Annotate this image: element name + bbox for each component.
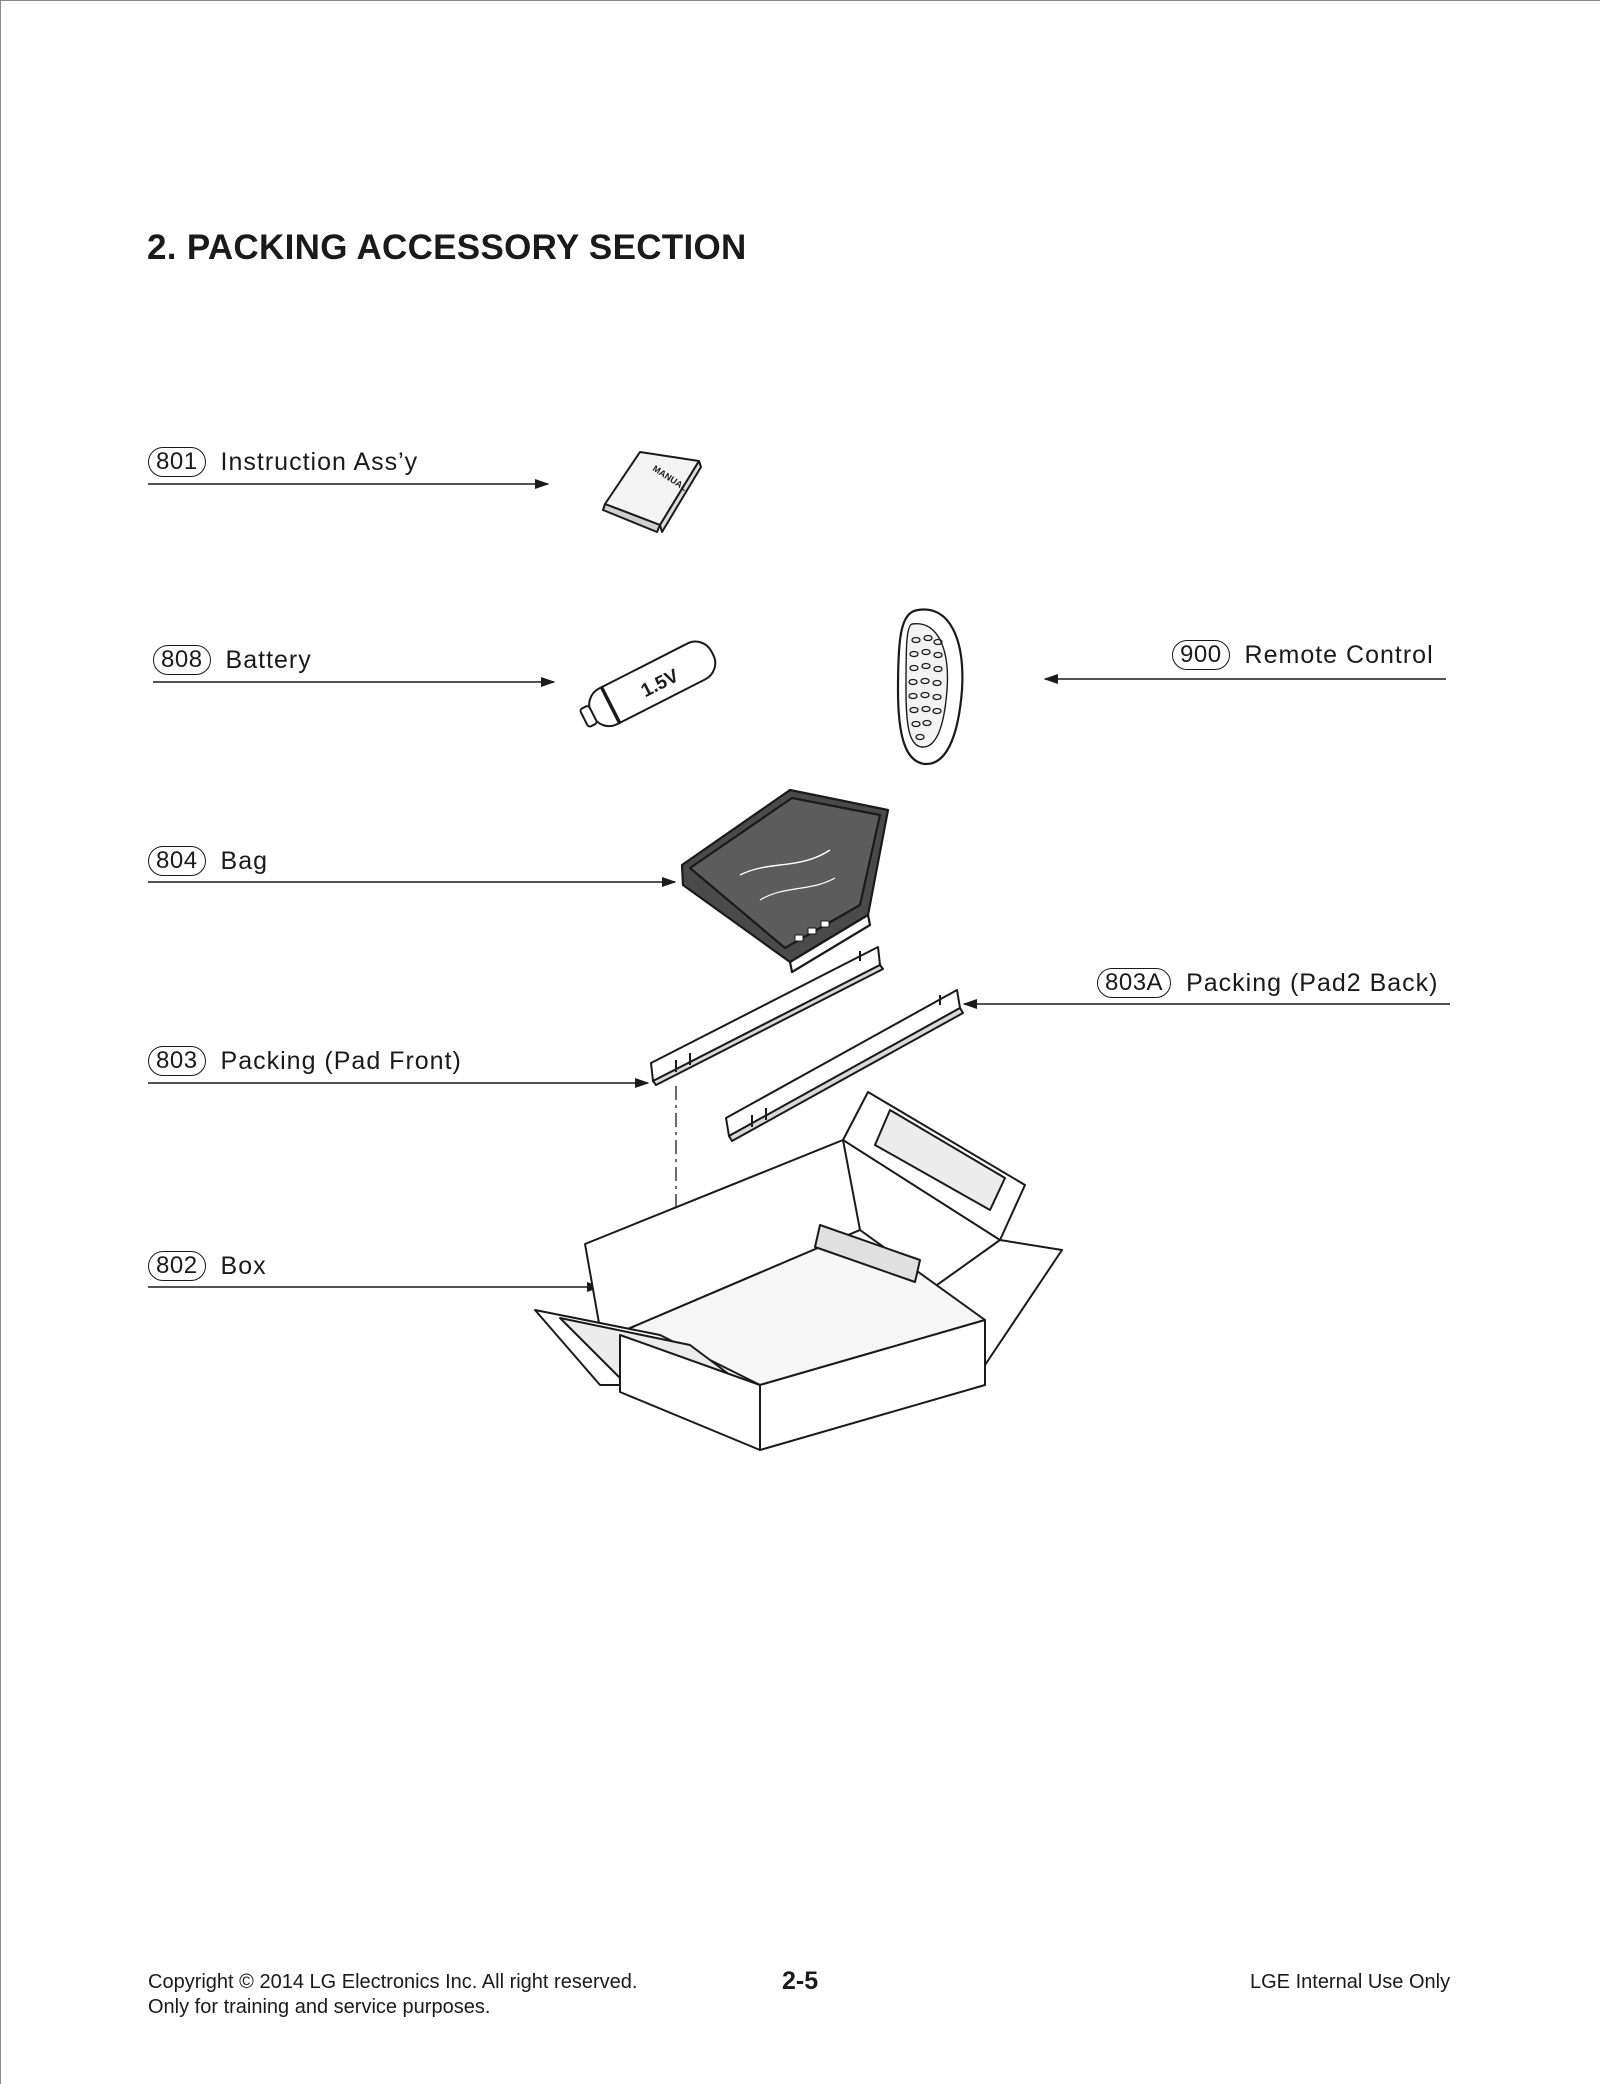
- callout-801: 801 Instruction Ass’y: [148, 447, 418, 477]
- section-title: 2. PACKING ACCESSORY SECTION: [147, 228, 747, 267]
- footer-purpose: Only for training and service purposes.: [148, 1996, 491, 2018]
- callout-808-label: Battery: [225, 645, 312, 674]
- callout-802-number: 802: [148, 1251, 206, 1281]
- battery-illustration: 1.5V: [579, 640, 717, 728]
- callout-803A-number: 803A: [1097, 968, 1172, 998]
- callout-804-label: Bag: [220, 846, 269, 875]
- callout-803A-label: Packing (Pad2 Back): [1186, 968, 1439, 997]
- page-top-border: [0, 0, 1600, 1]
- callout-900-label: Remote Control: [1244, 640, 1434, 669]
- packing-pad-back-illustration: [725, 989, 964, 1142]
- callout-808-number: 808: [153, 645, 211, 675]
- callout-802: 802 Box: [148, 1251, 267, 1281]
- packing-pad-front-illustration: [650, 946, 884, 1086]
- callout-804-number: 804: [148, 846, 206, 876]
- manual-booklet-illustration: MANUAL: [602, 451, 702, 533]
- footer-internal-use: LGE Internal Use Only: [1250, 1971, 1451, 1993]
- callout-801-number: 801: [148, 447, 206, 477]
- page-left-border: [0, 0, 1, 2084]
- callout-803-label: Packing (Pad Front): [220, 1046, 462, 1075]
- page-number: 2-5: [782, 1967, 819, 1995]
- callout-808: 808 Battery: [153, 645, 312, 675]
- callout-900: 900 Remote Control: [1172, 640, 1434, 670]
- callout-900-number: 900: [1172, 640, 1230, 670]
- callout-801-label: Instruction Ass’y: [220, 447, 419, 476]
- box-illustration: [534, 1091, 1063, 1451]
- footer-copyright-block: Copyright © 2014 LG Electronics Inc. All…: [148, 1970, 637, 2020]
- footer-copyright: Copyright © 2014 LG Electronics Inc. All…: [148, 1971, 638, 1993]
- callout-802-label: Box: [220, 1251, 267, 1280]
- callout-804: 804 Bag: [148, 846, 268, 876]
- callout-803-number: 803: [148, 1046, 206, 1076]
- callout-803A: 803A Packing (Pad2 Back): [1097, 968, 1439, 998]
- remote-control-illustration: [896, 608, 964, 766]
- callout-803: 803 Packing (Pad Front): [148, 1046, 462, 1076]
- bag-illustration: [680, 788, 890, 974]
